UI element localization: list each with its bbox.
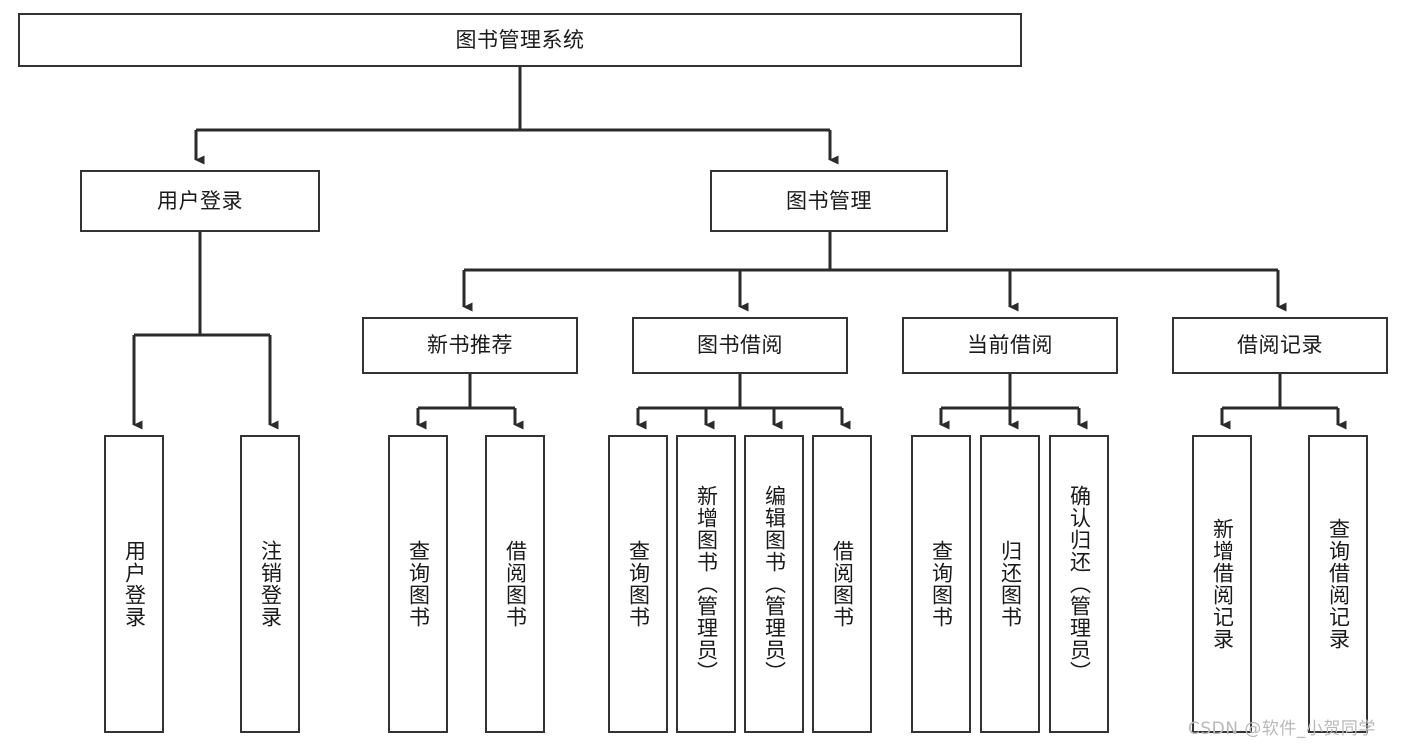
node-leaf-user-login-logout[interactable]: 注销登录 (240, 435, 300, 733)
node-new-book-recommend[interactable]: 新书推荐 (362, 317, 578, 374)
node-leaf-new-book-borrow[interactable]: 借阅图书 (485, 435, 545, 733)
node-current-borrow[interactable]: 当前借阅 (902, 317, 1118, 374)
node-leaf-new-book-query[interactable]: 查询图书 (388, 435, 448, 733)
node-user-login-label: 用户登录 (157, 188, 243, 213)
node-leaf-label: 编辑图书（管理员） (762, 485, 787, 683)
node-leaf-user-login-login[interactable]: 用户登录 (104, 435, 164, 733)
node-leaf-book-borrow-borrow[interactable]: 借阅图书 (812, 435, 872, 733)
node-book-management[interactable]: 图书管理 (710, 170, 948, 232)
node-new-book-recommend-label: 新书推荐 (427, 333, 513, 358)
node-leaf-label: 新增图书（管理员） (694, 485, 719, 683)
node-leaf-book-borrow-add[interactable]: 新增图书（管理员） (676, 435, 736, 733)
node-leaf-label: 查询图书 (626, 540, 651, 628)
node-root-book-management-system[interactable]: 图书管理系统 (18, 13, 1022, 67)
node-book-management-label: 图书管理 (786, 188, 872, 213)
node-leaf-label: 借阅图书 (503, 540, 528, 628)
node-borrow-record[interactable]: 借阅记录 (1172, 317, 1388, 374)
node-root-label: 图书管理系统 (455, 27, 585, 52)
node-borrow-record-label: 借阅记录 (1237, 333, 1323, 358)
node-book-borrow[interactable]: 图书借阅 (632, 317, 848, 374)
node-leaf-book-borrow-edit[interactable]: 编辑图书（管理员） (744, 435, 804, 733)
node-leaf-label: 注销登录 (258, 540, 283, 628)
node-book-borrow-label: 图书借阅 (697, 333, 783, 358)
node-leaf-label: 归还图书 (998, 540, 1023, 628)
node-leaf-borrow-record-query[interactable]: 查询借阅记录 (1308, 435, 1368, 733)
node-leaf-label: 查询图书 (929, 540, 954, 628)
node-leaf-book-borrow-query[interactable]: 查询图书 (608, 435, 668, 733)
node-leaf-label: 查询借阅记录 (1326, 518, 1351, 650)
node-leaf-current-borrow-query[interactable]: 查询图书 (911, 435, 971, 733)
node-leaf-label: 借阅图书 (830, 540, 855, 628)
node-leaf-label: 确认归还（管理员） (1067, 485, 1092, 683)
node-leaf-borrow-record-add[interactable]: 新增借阅记录 (1192, 435, 1252, 733)
node-leaf-label: 用户登录 (122, 540, 147, 628)
node-leaf-label: 查询图书 (406, 540, 431, 628)
node-current-borrow-label: 当前借阅 (967, 333, 1053, 358)
node-user-login[interactable]: 用户登录 (80, 170, 320, 232)
node-leaf-current-borrow-return[interactable]: 归还图书 (980, 435, 1040, 733)
node-leaf-label: 新增借阅记录 (1210, 518, 1235, 650)
node-leaf-current-borrow-confirm[interactable]: 确认归还（管理员） (1049, 435, 1109, 733)
